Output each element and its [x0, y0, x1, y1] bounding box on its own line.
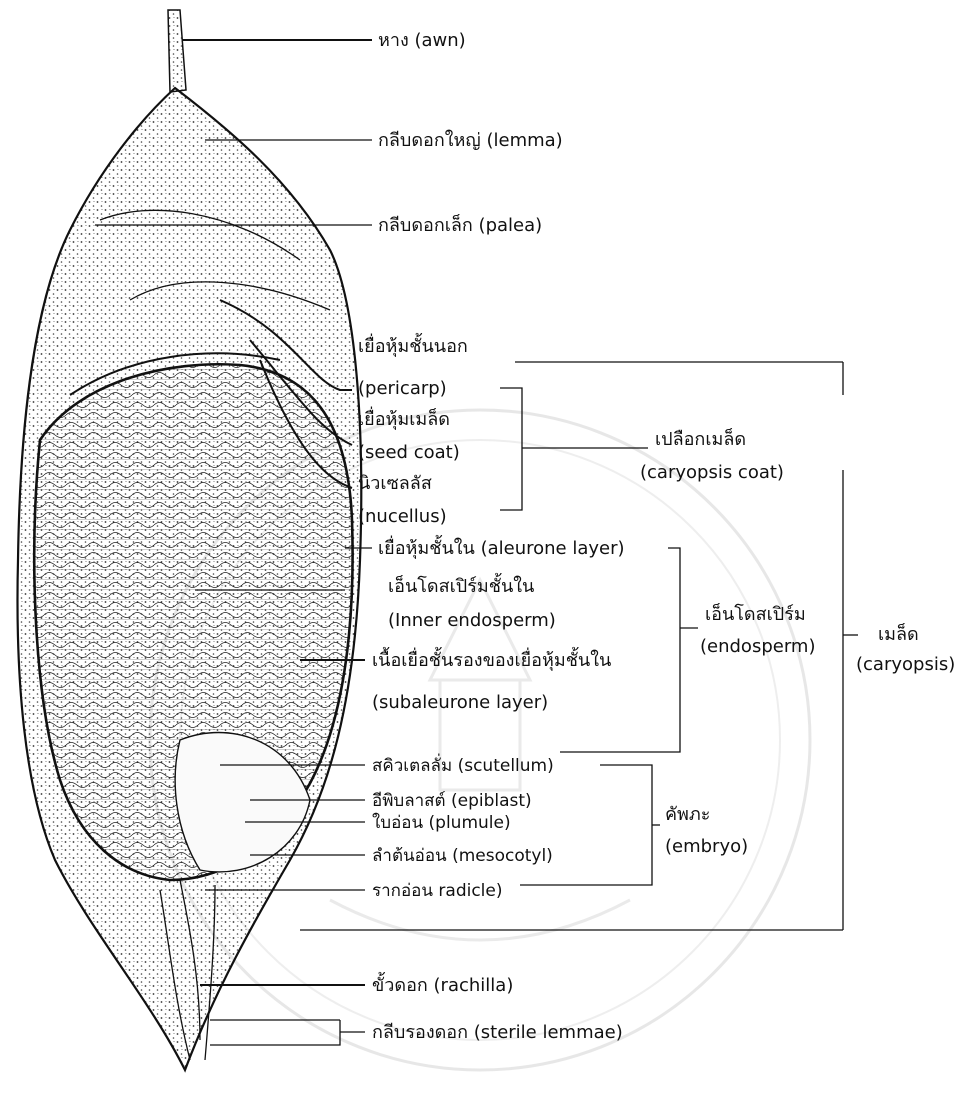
label-seedcoat-th: เยื่อหุ้มเมล็ด: [358, 406, 450, 430]
label-mesocotyl: ลำต้นอ่อน (mesocotyl): [372, 846, 553, 866]
label-inner-endosperm-th: เอ็นโดสเปิร์มชั้นใน: [388, 573, 534, 597]
group-caryopsis-coat-en: (caryopsis coat): [640, 462, 784, 483]
rice-grain-illustration: [17, 10, 361, 1070]
label-subaleurone-th: เนื้อเยื่อชั้นรองของเยื่อหุ้มชั้นใน: [372, 647, 611, 671]
group-embryo-en: (embryo): [665, 836, 748, 857]
awn-shape: [168, 10, 186, 92]
label-sterile-lemmae: กลีบรองดอก (sterile lemmae): [372, 1022, 623, 1043]
label-nucellus-th: นิวเซลลัส: [358, 473, 432, 494]
group-caryopsis-th: เมล็ด: [878, 622, 919, 645]
label-epiblast: อีพิบลาสต์ (epiblast): [372, 791, 532, 811]
label-radicle: รากอ่อน radicle): [372, 881, 503, 901]
label-awn: หาง (awn): [378, 30, 466, 51]
label-nucellus-en: (nucellus): [358, 506, 447, 527]
label-palea: กลีบดอกเล็ก (palea): [378, 213, 542, 236]
label-rachilla: ขั้วดอก (rachilla): [372, 972, 513, 996]
group-embryo-th: คัพภะ: [665, 804, 710, 825]
group-endosperm-en: (endosperm): [700, 636, 815, 657]
label-pericarp-en: (pericarp): [358, 378, 447, 399]
label-lemma: กลีบดอกใหญ่ (lemma): [378, 129, 563, 151]
group-endosperm-th: เอ็นโดสเปิร์ม: [705, 602, 806, 625]
label-plumule: ใบอ่อน (plumule): [372, 812, 511, 833]
label-subaleurone-en: (subaleurone layer): [372, 692, 548, 713]
label-aleurone: เยื่อหุ้มชั้นใน (aleurone layer): [378, 535, 625, 559]
label-pericarp-th: เยื่อหุ้มชั้นนอก: [358, 333, 468, 357]
label-inner-endosperm-en: (Inner endosperm): [388, 610, 556, 631]
label-scutellum: สคิวเตลลั่ม (scutellum): [372, 753, 554, 776]
group-caryopsis-en: (caryopsis): [856, 654, 955, 675]
group-caryopsis-coat-th: เปลือกเมล็ด: [655, 427, 746, 450]
label-seedcoat-en: (seed coat): [358, 442, 460, 463]
